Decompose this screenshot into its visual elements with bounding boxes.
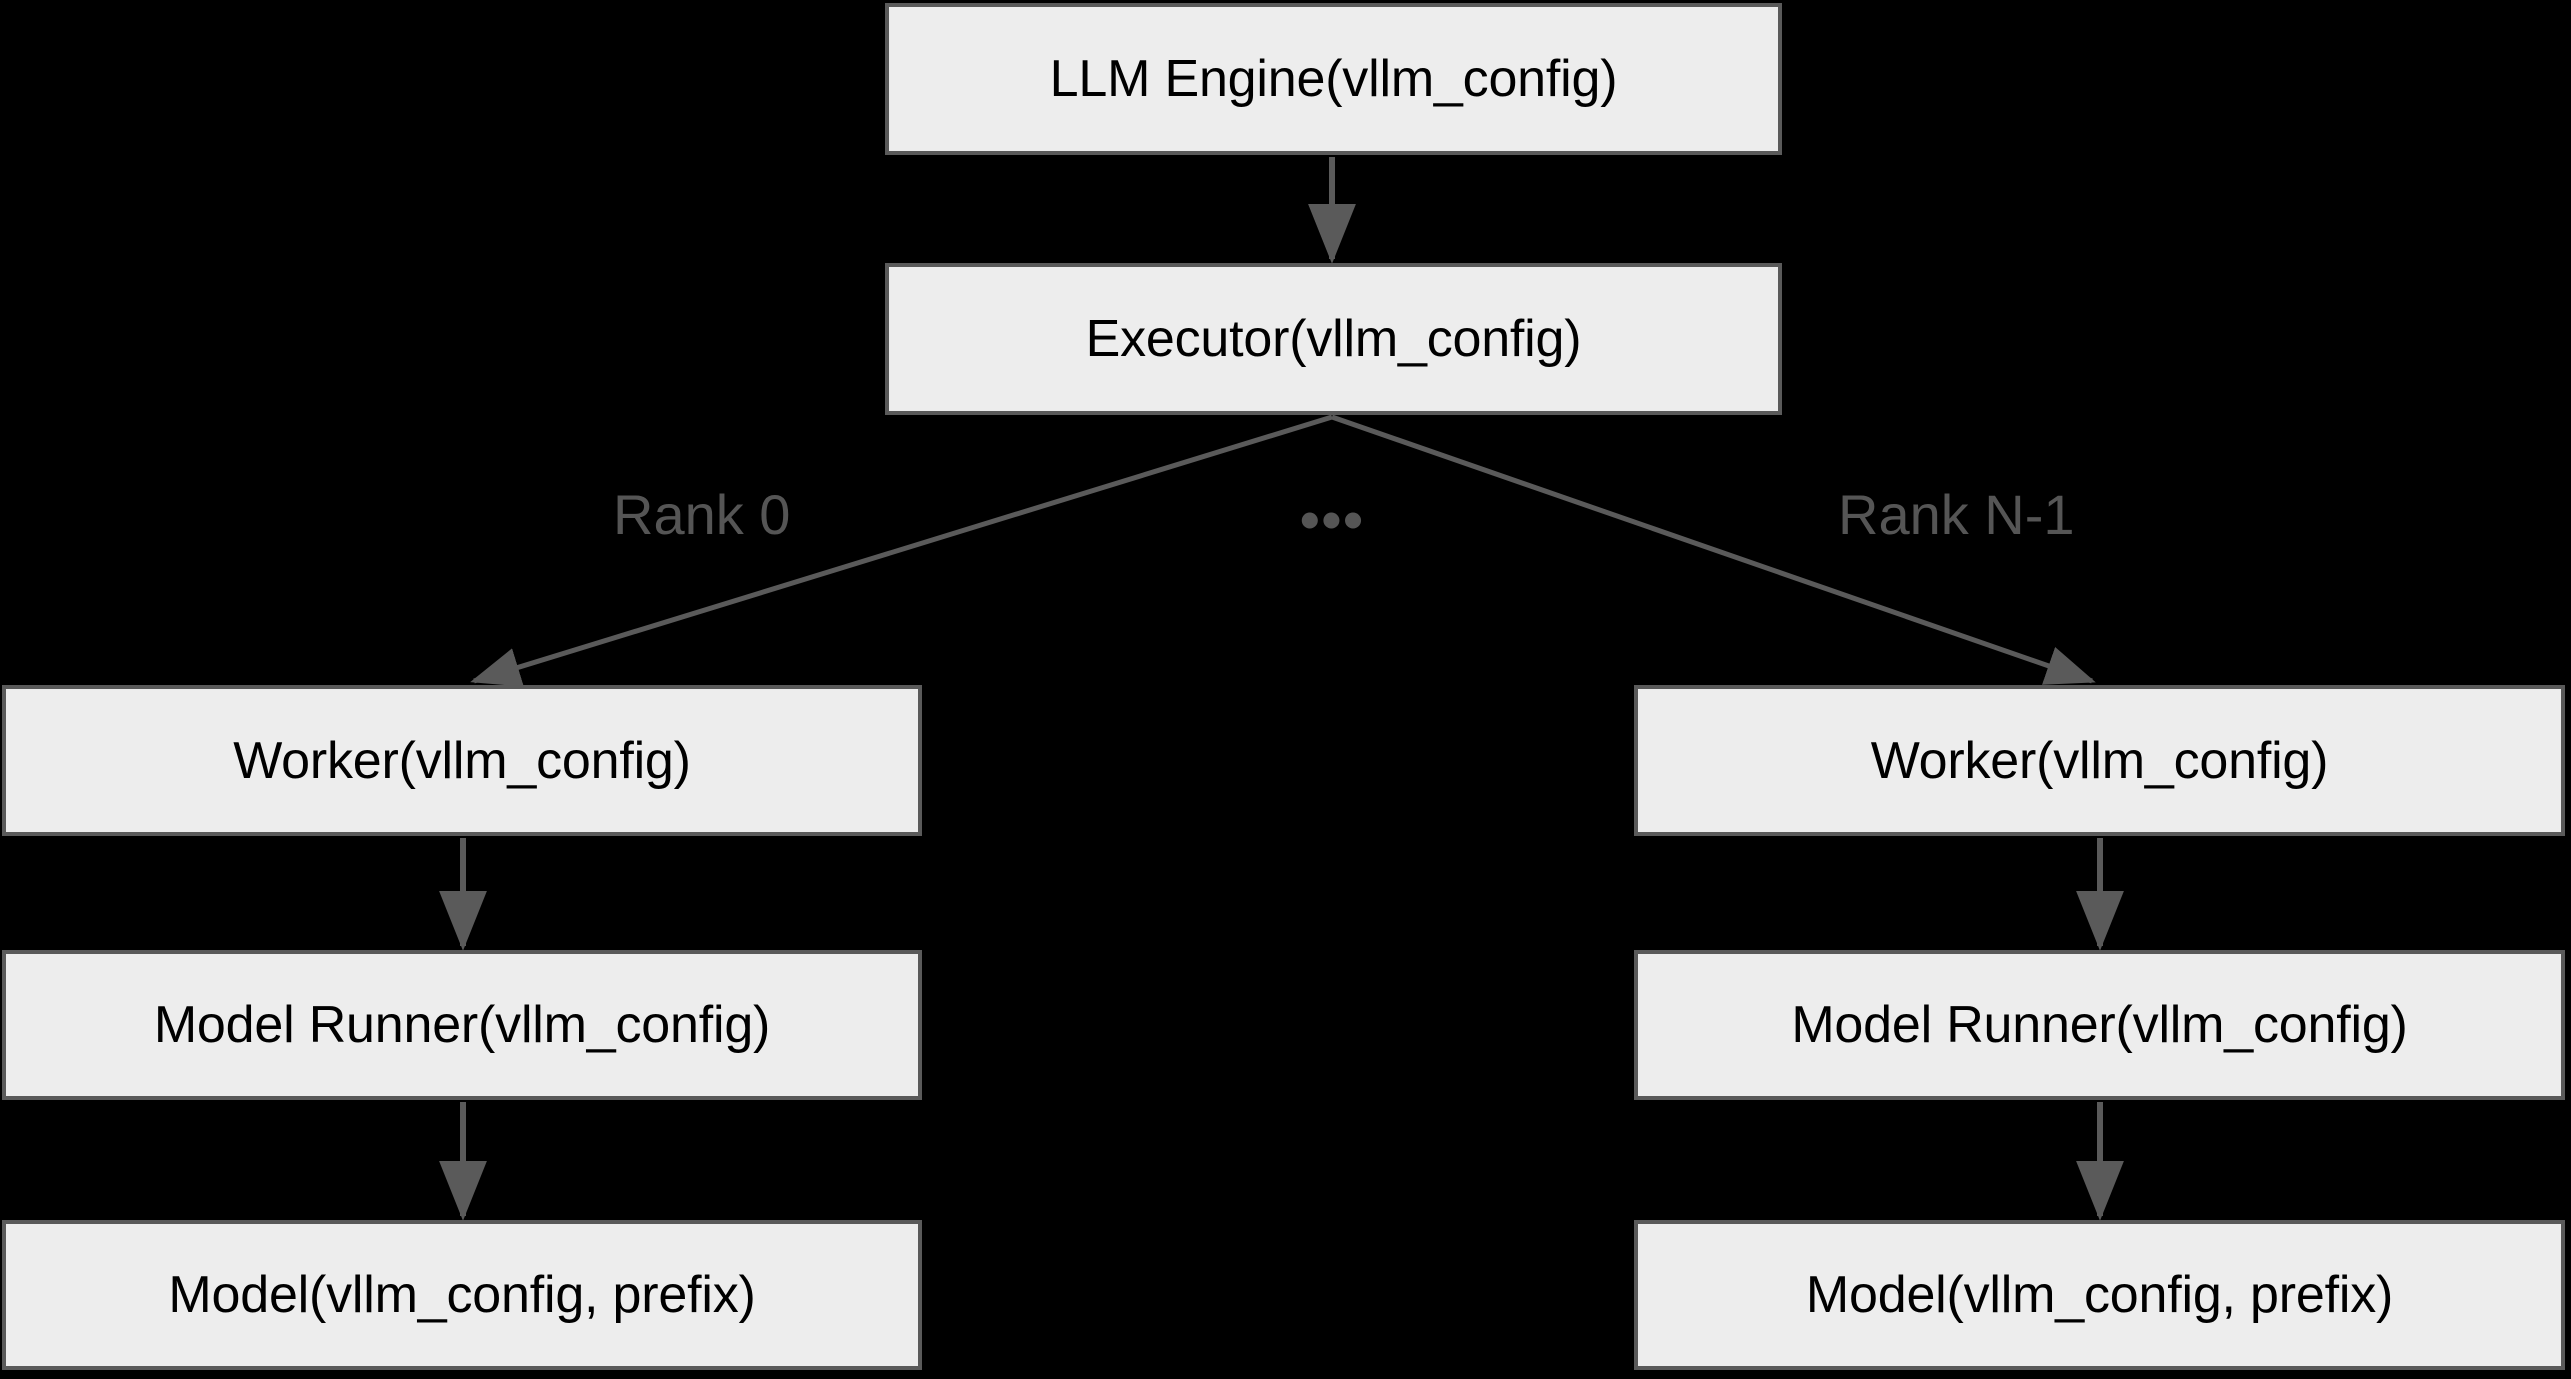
node-worker-rank-n-minus-1[interactable]: Worker(vllm_config) bbox=[1634, 685, 2565, 836]
node-llm-engine[interactable]: LLM Engine(vllm_config) bbox=[885, 3, 1782, 155]
edge-executor-to-worker-right bbox=[1331, 414, 2096, 685]
node-executor[interactable]: Executor(vllm_config) bbox=[885, 263, 1782, 415]
node-model-rank-n-minus-1[interactable]: Model(vllm_config, prefix) bbox=[1634, 1220, 2565, 1370]
node-model-runner-rank-n-minus-1[interactable]: Model Runner(vllm_config) bbox=[1634, 950, 2565, 1100]
edge-label-rank-ellipsis: ••• bbox=[1300, 488, 1365, 551]
node-worker-rank-0[interactable]: Worker(vllm_config) bbox=[2, 685, 922, 836]
edge-label-rank-0: Rank 0 bbox=[613, 483, 791, 546]
node-model-rank-0[interactable]: Model(vllm_config, prefix) bbox=[2, 1220, 922, 1370]
edge-label-rank-n-minus-1: Rank N-1 bbox=[1838, 483, 2075, 546]
edge-executor-to-worker-left bbox=[470, 414, 1333, 687]
node-model-runner-rank-0[interactable]: Model Runner(vllm_config) bbox=[2, 950, 922, 1100]
